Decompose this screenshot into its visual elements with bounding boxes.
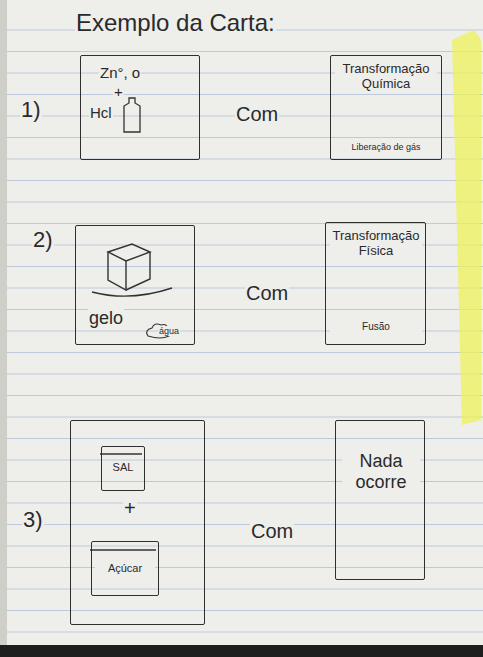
highlighter-streak: [452, 30, 481, 425]
card-box: Nada ocorre: [335, 420, 425, 580]
card-box: Transformação FísicaFusão: [325, 222, 426, 345]
ruled-line: [7, 610, 483, 611]
ruled-line: [7, 223, 483, 224]
ruled-line: [7, 524, 483, 525]
card-text: +: [123, 497, 137, 520]
page-edge-shadow: [0, 0, 7, 657]
ruled-line: [7, 417, 483, 418]
card-label: 3): [22, 508, 44, 532]
ruled-line: [7, 503, 483, 504]
table-edge: [0, 645, 483, 657]
card-label: 1): [20, 98, 42, 122]
card-box: Transformação QuímicaLiberação de gás: [330, 55, 442, 160]
ruled-line: [7, 395, 483, 396]
card-text: Fusão: [330, 321, 422, 333]
ruled-line: [7, 266, 483, 267]
ruled-line: [7, 137, 483, 138]
card-text: Hcl: [89, 104, 113, 121]
ruled-line: [7, 180, 483, 181]
card-text: SAL: [105, 461, 141, 474]
ruled-line: [7, 546, 483, 547]
ruled-line: [7, 438, 483, 439]
ruled-line: [7, 202, 483, 203]
ruled-line: [7, 309, 483, 310]
card-label: 2): [32, 228, 54, 252]
card-box: Zn°, o +Hcl: [80, 55, 200, 160]
ruled-line: [7, 374, 483, 375]
card-text: Transformação Química: [335, 62, 437, 92]
card-text: água: [158, 326, 180, 336]
ruled-line: [7, 632, 483, 633]
ruled-line: [7, 567, 483, 568]
card-label: Com: [250, 520, 294, 542]
card-box: gelo água: [75, 225, 195, 345]
card-text: Nada ocorre: [342, 451, 420, 492]
card-text: Açúcar: [95, 562, 155, 575]
card-text: gelo: [88, 308, 124, 329]
ruled-line: [7, 352, 483, 353]
ruled-line: [7, 51, 483, 52]
ruled-line: [7, 94, 483, 95]
jar-box: Açúcar: [91, 541, 159, 596]
card-text: Transformação Física: [330, 229, 422, 259]
ice-cube-sketch: [92, 244, 172, 296]
ruled-line: [7, 589, 483, 590]
card-label: Com: [235, 103, 279, 125]
jar-lids: [90, 454, 156, 550]
card-text: Liberação de gás: [334, 142, 438, 152]
card-box: + SAL Açúcar: [70, 420, 205, 625]
card-text: Zn°, o: [99, 64, 141, 81]
bottle-sketch: [124, 98, 140, 132]
ruled-lines: [7, 30, 483, 632]
page-title: Exemplo da Carta:: [75, 10, 276, 36]
card-label: Com: [245, 282, 289, 304]
card-text: +: [113, 83, 124, 100]
jar-box: SAL: [101, 446, 145, 491]
